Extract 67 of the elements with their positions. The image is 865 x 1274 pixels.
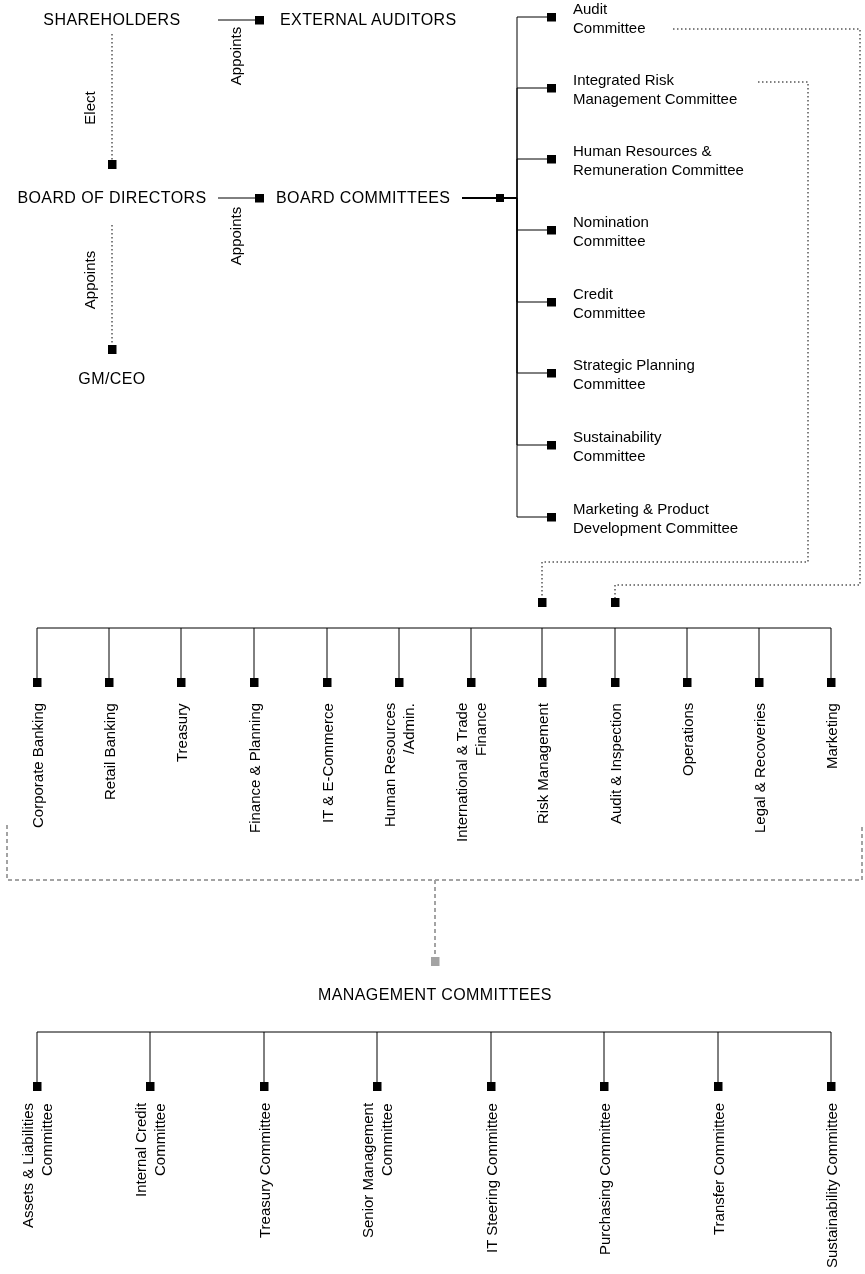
connector bbox=[430, 879, 440, 967]
connector bbox=[104, 627, 114, 688]
connector bbox=[259, 1031, 269, 1092]
connector bbox=[826, 1031, 836, 1092]
department-label: Retail Banking bbox=[99, 687, 119, 843]
edge-label: Appoints bbox=[227, 26, 245, 86]
connector bbox=[145, 1031, 155, 1092]
edge-label: Appoints bbox=[81, 250, 99, 310]
committee-label: Nomination Committee bbox=[556, 212, 683, 250]
department-label: Audit & Inspection bbox=[605, 687, 625, 843]
committee-label: Sustainability Committee bbox=[556, 427, 693, 465]
connector bbox=[599, 1031, 609, 1092]
committee-label: Credit Committee bbox=[556, 284, 683, 322]
committee-label: Human Resources & Remuneration Committee bbox=[556, 141, 758, 179]
connector bbox=[107, 224, 117, 355]
entity-label: BOARD OF DIRECTORS bbox=[6, 169, 218, 225]
department-label: IT & E-Commerce bbox=[317, 687, 337, 843]
department-label: Treasury bbox=[171, 687, 191, 843]
entity-label: BOARD COMMITTEES bbox=[264, 187, 462, 209]
connector bbox=[713, 1031, 723, 1092]
connector bbox=[826, 627, 836, 688]
connector bbox=[322, 627, 332, 688]
department-label: Marketing bbox=[821, 687, 841, 843]
committee-label: Treasury Committee bbox=[254, 1091, 274, 1271]
connector bbox=[176, 627, 186, 688]
connector bbox=[217, 193, 265, 203]
connector bbox=[394, 627, 404, 688]
connector bbox=[537, 81, 809, 608]
committee-label: Internal Credit Committee bbox=[131, 1091, 169, 1271]
connector-bar bbox=[36, 627, 832, 629]
connector bbox=[32, 627, 42, 688]
committee-label: Senior Management Committee bbox=[358, 1091, 396, 1271]
department-label: Legal & Recoveries bbox=[749, 687, 769, 843]
connector bbox=[249, 627, 259, 688]
committee-label: Assets & Liabilities Committee bbox=[18, 1091, 56, 1271]
committee-label: Audit Committee bbox=[556, 0, 673, 37]
connector bbox=[610, 627, 620, 688]
connector-bar bbox=[36, 1031, 832, 1033]
connector bbox=[682, 627, 692, 688]
connector bbox=[537, 627, 547, 688]
committee-label: Marketing & Product Development Committee bbox=[556, 499, 758, 537]
connector bbox=[32, 1031, 42, 1092]
department-label: Corporate Banking bbox=[27, 687, 47, 843]
committee-label: Sustainability Committee bbox=[821, 1091, 841, 1271]
committee-label: Integrated Risk Management Committee bbox=[556, 70, 758, 108]
connector bbox=[610, 28, 861, 608]
junction-square bbox=[496, 194, 504, 202]
connector bbox=[217, 15, 265, 25]
connector bbox=[466, 627, 476, 688]
committee-label: IT Steering Committee bbox=[481, 1091, 501, 1271]
connector bbox=[486, 1031, 496, 1092]
connector bbox=[754, 627, 764, 688]
department-label: Human Resources /Admin. bbox=[380, 687, 418, 843]
entity-label: SHAREHOLDERS bbox=[6, 6, 218, 34]
committee-label: Transfer Committee bbox=[708, 1091, 728, 1271]
committee-label: Purchasing Committee bbox=[594, 1091, 614, 1271]
department-label: Finance & Planning bbox=[244, 687, 264, 843]
department-label: International & Trade Finance bbox=[452, 687, 490, 843]
entity-label: MANAGEMENT COMMITTEES bbox=[235, 966, 635, 1006]
entity-label: GM/CEO bbox=[62, 354, 162, 390]
entity-label: EXTERNAL AUDITORS bbox=[264, 6, 457, 34]
edge-label: Appoints bbox=[227, 206, 245, 266]
department-label: Operations bbox=[677, 687, 697, 843]
connector bbox=[372, 1031, 382, 1092]
committee-label: Strategic Planning Committee bbox=[556, 355, 718, 393]
department-label: Risk Management bbox=[532, 687, 552, 843]
connector bbox=[107, 33, 117, 170]
